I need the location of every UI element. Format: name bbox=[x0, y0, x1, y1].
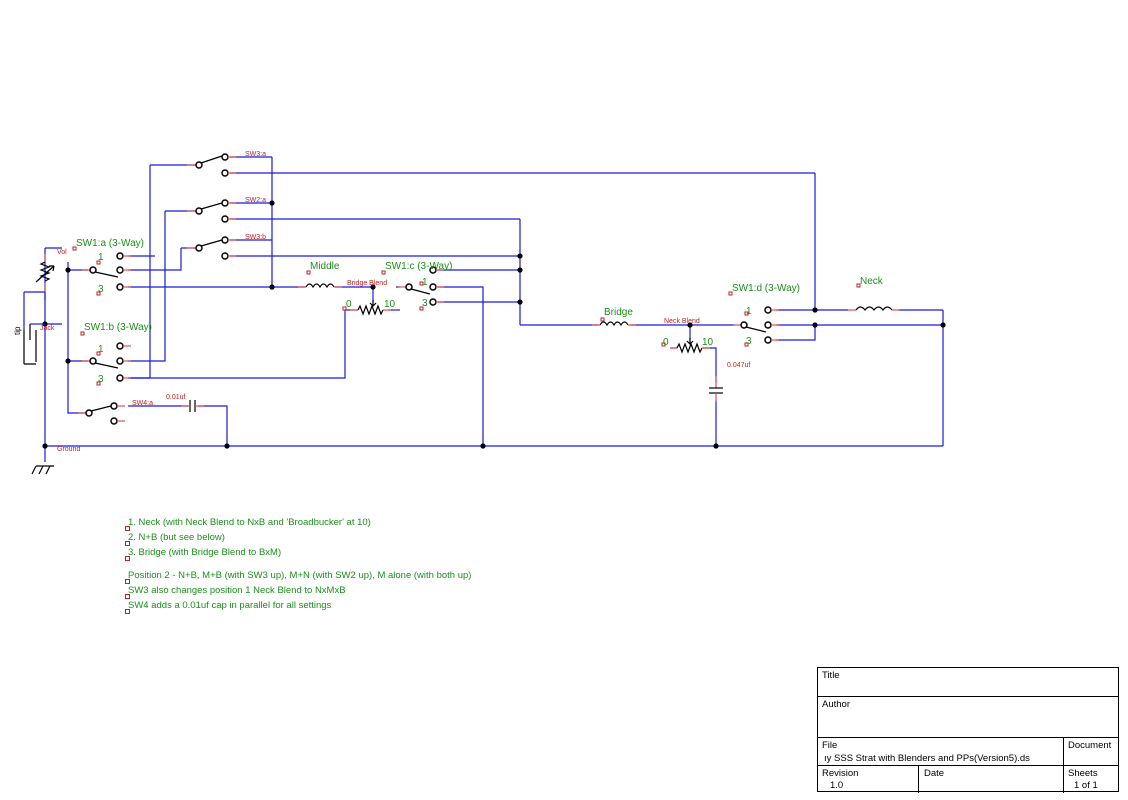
label-sw1b: SW1:b (3-Way) bbox=[84, 322, 152, 333]
switch-sw4a bbox=[78, 402, 125, 425]
schematic-diagram: SW3:a SW2:a SW3:b SW1:a (3-Way) SW1:b (3… bbox=[13, 151, 946, 475]
wiring bbox=[44, 156, 944, 462]
junction-dot bbox=[480, 443, 486, 449]
note-line: 2. N+B (but see below) bbox=[125, 532, 471, 547]
label-neck: Neck bbox=[860, 276, 884, 287]
pots bbox=[35, 254, 710, 354]
volume-pot bbox=[35, 254, 55, 300]
file-label: File bbox=[822, 740, 838, 751]
junction-dot bbox=[812, 322, 818, 328]
junction-dot bbox=[517, 253, 523, 259]
label-bridge-pot-0: 0 bbox=[346, 299, 352, 310]
jack-symbol bbox=[23, 291, 45, 365]
label-ground: Ground bbox=[57, 446, 80, 453]
label-sw1c-pos1: 1 bbox=[422, 277, 428, 288]
label-bridge-pot-10: 10 bbox=[384, 299, 396, 310]
bridge-blend-pot bbox=[350, 300, 391, 316]
label-sw1c: SW1:c (3-Way) bbox=[385, 261, 452, 272]
label-sw3a: SW3:a bbox=[245, 151, 266, 158]
sheets-label: Sheets bbox=[1068, 768, 1098, 779]
switch-sw1b bbox=[82, 342, 131, 382]
neck-pickup bbox=[848, 306, 900, 311]
file-row: File ıy SSS Strat with Blenders and PPs(… bbox=[818, 738, 1118, 766]
label-sw1a-pos3: 3 bbox=[98, 284, 104, 295]
note-line: 1. Neck (with Neck Blend to NxB and 'Bro… bbox=[125, 517, 471, 532]
switch-sw3a bbox=[187, 153, 236, 177]
junction-dot bbox=[812, 307, 818, 313]
ground-symbol bbox=[31, 465, 54, 475]
junction-dot bbox=[65, 267, 71, 273]
label-tip: tip bbox=[13, 326, 22, 335]
pickups bbox=[298, 283, 900, 327]
label-sw1a: SW1:a (3-Way) bbox=[76, 238, 144, 249]
file-value: ıy SSS Strat with Blenders and PPs(Versi… bbox=[824, 753, 1030, 764]
label-anchors bbox=[72, 246, 861, 386]
switches bbox=[78, 153, 779, 425]
junction-dot bbox=[65, 358, 71, 364]
junction-dot bbox=[940, 322, 946, 328]
note-line: SW4 adds a 0.01uf cap in parallel for al… bbox=[125, 600, 471, 615]
label-cap-small: 0.01uf bbox=[166, 394, 186, 401]
junction-dot bbox=[224, 443, 230, 449]
notes: 1. Neck (with Neck Blend to NxB and 'Bro… bbox=[125, 517, 471, 615]
title-label: Title bbox=[822, 670, 840, 681]
label-sw1d-pos1: 1 bbox=[746, 306, 752, 317]
author-label: Author bbox=[822, 699, 850, 710]
junction-dot bbox=[713, 443, 719, 449]
junction-dot bbox=[269, 284, 275, 290]
title-block: Title Author File ıy SSS Strat with Blen… bbox=[817, 667, 1119, 793]
label-sw1b-pos1: 1 bbox=[98, 344, 104, 355]
switch-sw3b bbox=[187, 236, 236, 260]
author-row: Author bbox=[818, 697, 1118, 738]
title-row: Title bbox=[818, 668, 1118, 697]
junction-dot bbox=[370, 284, 376, 290]
junction-dot bbox=[517, 299, 523, 305]
revision-value: 1.0 bbox=[830, 780, 844, 791]
label-sw1c-pos3: 3 bbox=[422, 298, 428, 309]
cap-0.01uf bbox=[181, 400, 204, 412]
cap-0.047uf bbox=[709, 376, 723, 402]
label-neck-pot-0: 0 bbox=[663, 337, 669, 348]
neck-blend-pot bbox=[670, 338, 710, 354]
label-neck-blend: Neck Blend bbox=[664, 318, 700, 325]
capacitors bbox=[181, 376, 723, 412]
label-bridge: Bridge bbox=[604, 307, 633, 318]
label-vol: Vol bbox=[57, 249, 67, 256]
junction-dot bbox=[42, 443, 48, 449]
label-sw1d-pos3: 3 bbox=[746, 336, 752, 347]
label-jack: Jack bbox=[40, 325, 55, 332]
junction-dot bbox=[517, 267, 523, 273]
label-sw1b-pos3: 3 bbox=[98, 374, 104, 385]
label-middle: Middle bbox=[310, 261, 340, 272]
bridge-pickup bbox=[592, 321, 636, 327]
note-line: Position 2 - N+B, M+B (with SW3 up), M+N… bbox=[125, 570, 471, 585]
sheets-value: 1 of 1 bbox=[1074, 780, 1098, 791]
schematic-labels: SW3:a SW2:a SW3:b SW1:a (3-Way) SW1:b (3… bbox=[13, 151, 884, 453]
switch-sw1c bbox=[398, 266, 444, 306]
switch-sw2a bbox=[187, 199, 236, 223]
middle-pickup bbox=[298, 283, 342, 289]
label-sw1d: SW1:d (3-Way) bbox=[732, 283, 800, 294]
label-sw2a: SW2:a bbox=[245, 197, 266, 204]
label-neck-pot-10: 10 bbox=[702, 337, 714, 348]
switch-sw1d bbox=[733, 306, 779, 344]
junction-dot bbox=[269, 200, 275, 206]
revision-label: Revision bbox=[822, 768, 859, 779]
label-sw4a: SW4:a bbox=[132, 400, 153, 407]
revision-row: Revision 1.0 Date Sheets 1 of 1 bbox=[818, 766, 1118, 793]
date-label: Date bbox=[924, 768, 945, 779]
label-cap-tone: 0.047uf bbox=[727, 362, 750, 369]
switch-sw1a bbox=[82, 252, 131, 291]
label-bridge-blend: Bridge Blend bbox=[347, 280, 387, 287]
note-line: 3. Bridge (with Bridge Blend to BxM) bbox=[125, 547, 471, 562]
label-sw3b: SW3:b bbox=[245, 234, 266, 241]
junctions bbox=[42, 200, 946, 449]
document-label: Document bbox=[1068, 740, 1112, 751]
label-sw1a-pos1: 1 bbox=[98, 252, 104, 263]
note-line: SW3 also changes position 1 Neck Blend t… bbox=[125, 585, 471, 600]
junction-dot bbox=[687, 322, 693, 328]
